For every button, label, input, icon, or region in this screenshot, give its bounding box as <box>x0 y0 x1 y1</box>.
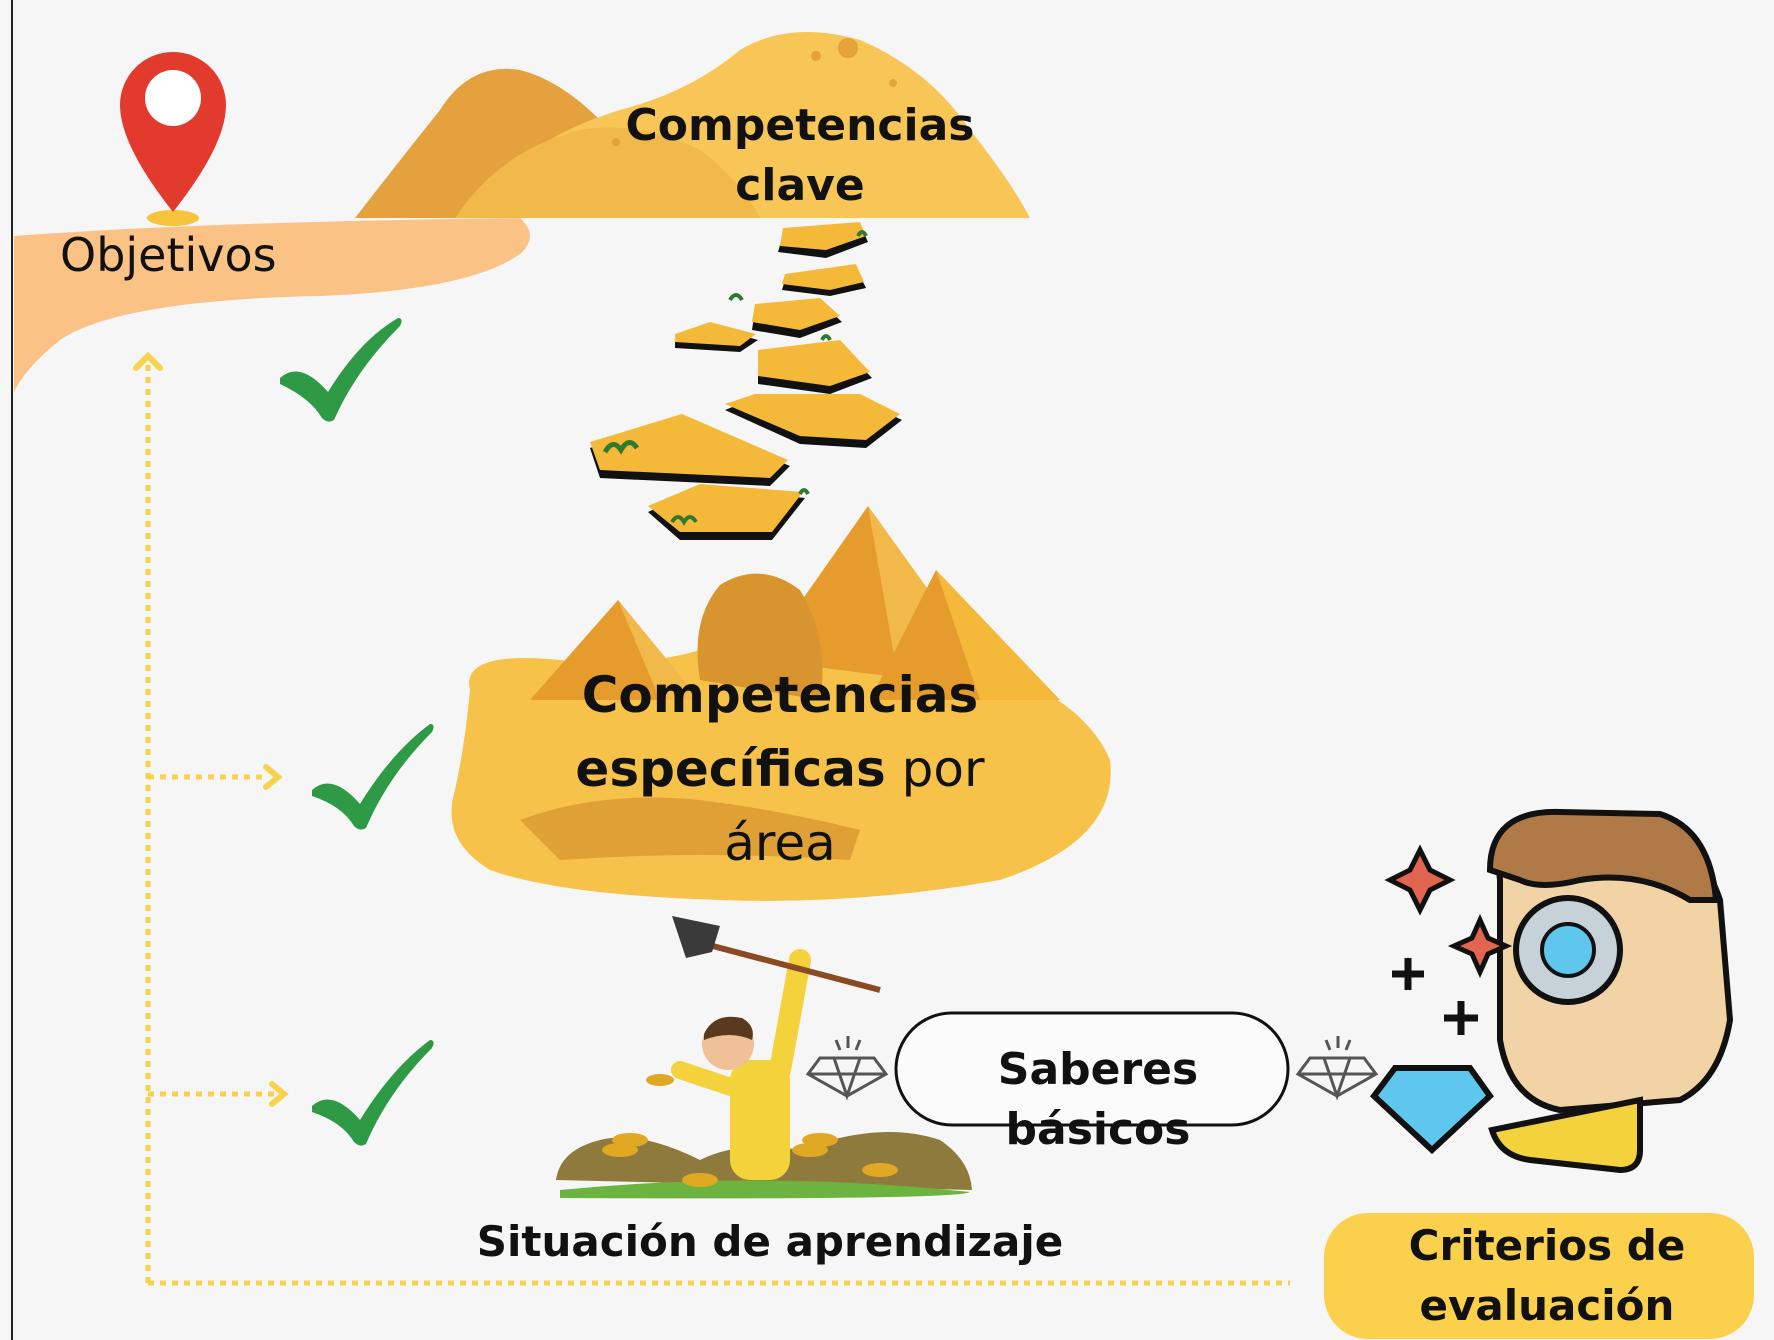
competencias-especificas-line1: Competencias <box>581 666 979 724</box>
dotted-connector-lines <box>145 362 1290 1286</box>
label-criterios-evaluacion: Criterios de evaluación <box>1332 1216 1762 1336</box>
check-icon-2 <box>312 724 434 830</box>
competencias-clave-line1: Competencias <box>625 100 975 151</box>
label-competencias-especificas: Competencias específicas por área <box>540 658 1020 880</box>
treasure-hunter-illustration <box>556 916 972 1199</box>
inspector-illustration <box>1369 808 1734 1174</box>
diamond-icon-left <box>805 1036 889 1101</box>
check-icon-3 <box>312 1040 434 1146</box>
stepping-stones-illustration <box>590 222 902 540</box>
check-icon-1 <box>280 318 402 422</box>
criterios-line2: evaluación <box>1419 1281 1675 1330</box>
criterios-line1: Criterios de <box>1408 1221 1686 1270</box>
arrowheads <box>133 351 289 1107</box>
saberes-bubble <box>894 1011 1290 1127</box>
label-saberes-basicos: Saberes básicos <box>997 1044 1199 1155</box>
road-path <box>14 218 530 392</box>
competencias-especificas-rest: por <box>885 740 985 798</box>
criterios-box <box>1324 1213 1754 1339</box>
map-pin-icon <box>120 52 226 226</box>
pyramids-sphinx-illustration <box>451 506 1111 901</box>
competencias-especificas-line3: área <box>724 814 836 872</box>
competencias-clave-line2: clave <box>735 160 865 211</box>
diamond-icon-right <box>1295 1036 1379 1101</box>
label-objetivos: Objetivos <box>60 228 277 282</box>
label-competencias-clave: Competencias clave <box>620 96 980 216</box>
label-situacion-aprendizaje: Situación de aprendizaje <box>476 1217 1064 1266</box>
check-icons <box>280 318 434 1146</box>
hills-illustration <box>355 32 1030 218</box>
competencias-especificas-line2: específicas por <box>540 732 1020 806</box>
competencias-especificas-bold: específicas <box>575 740 886 798</box>
